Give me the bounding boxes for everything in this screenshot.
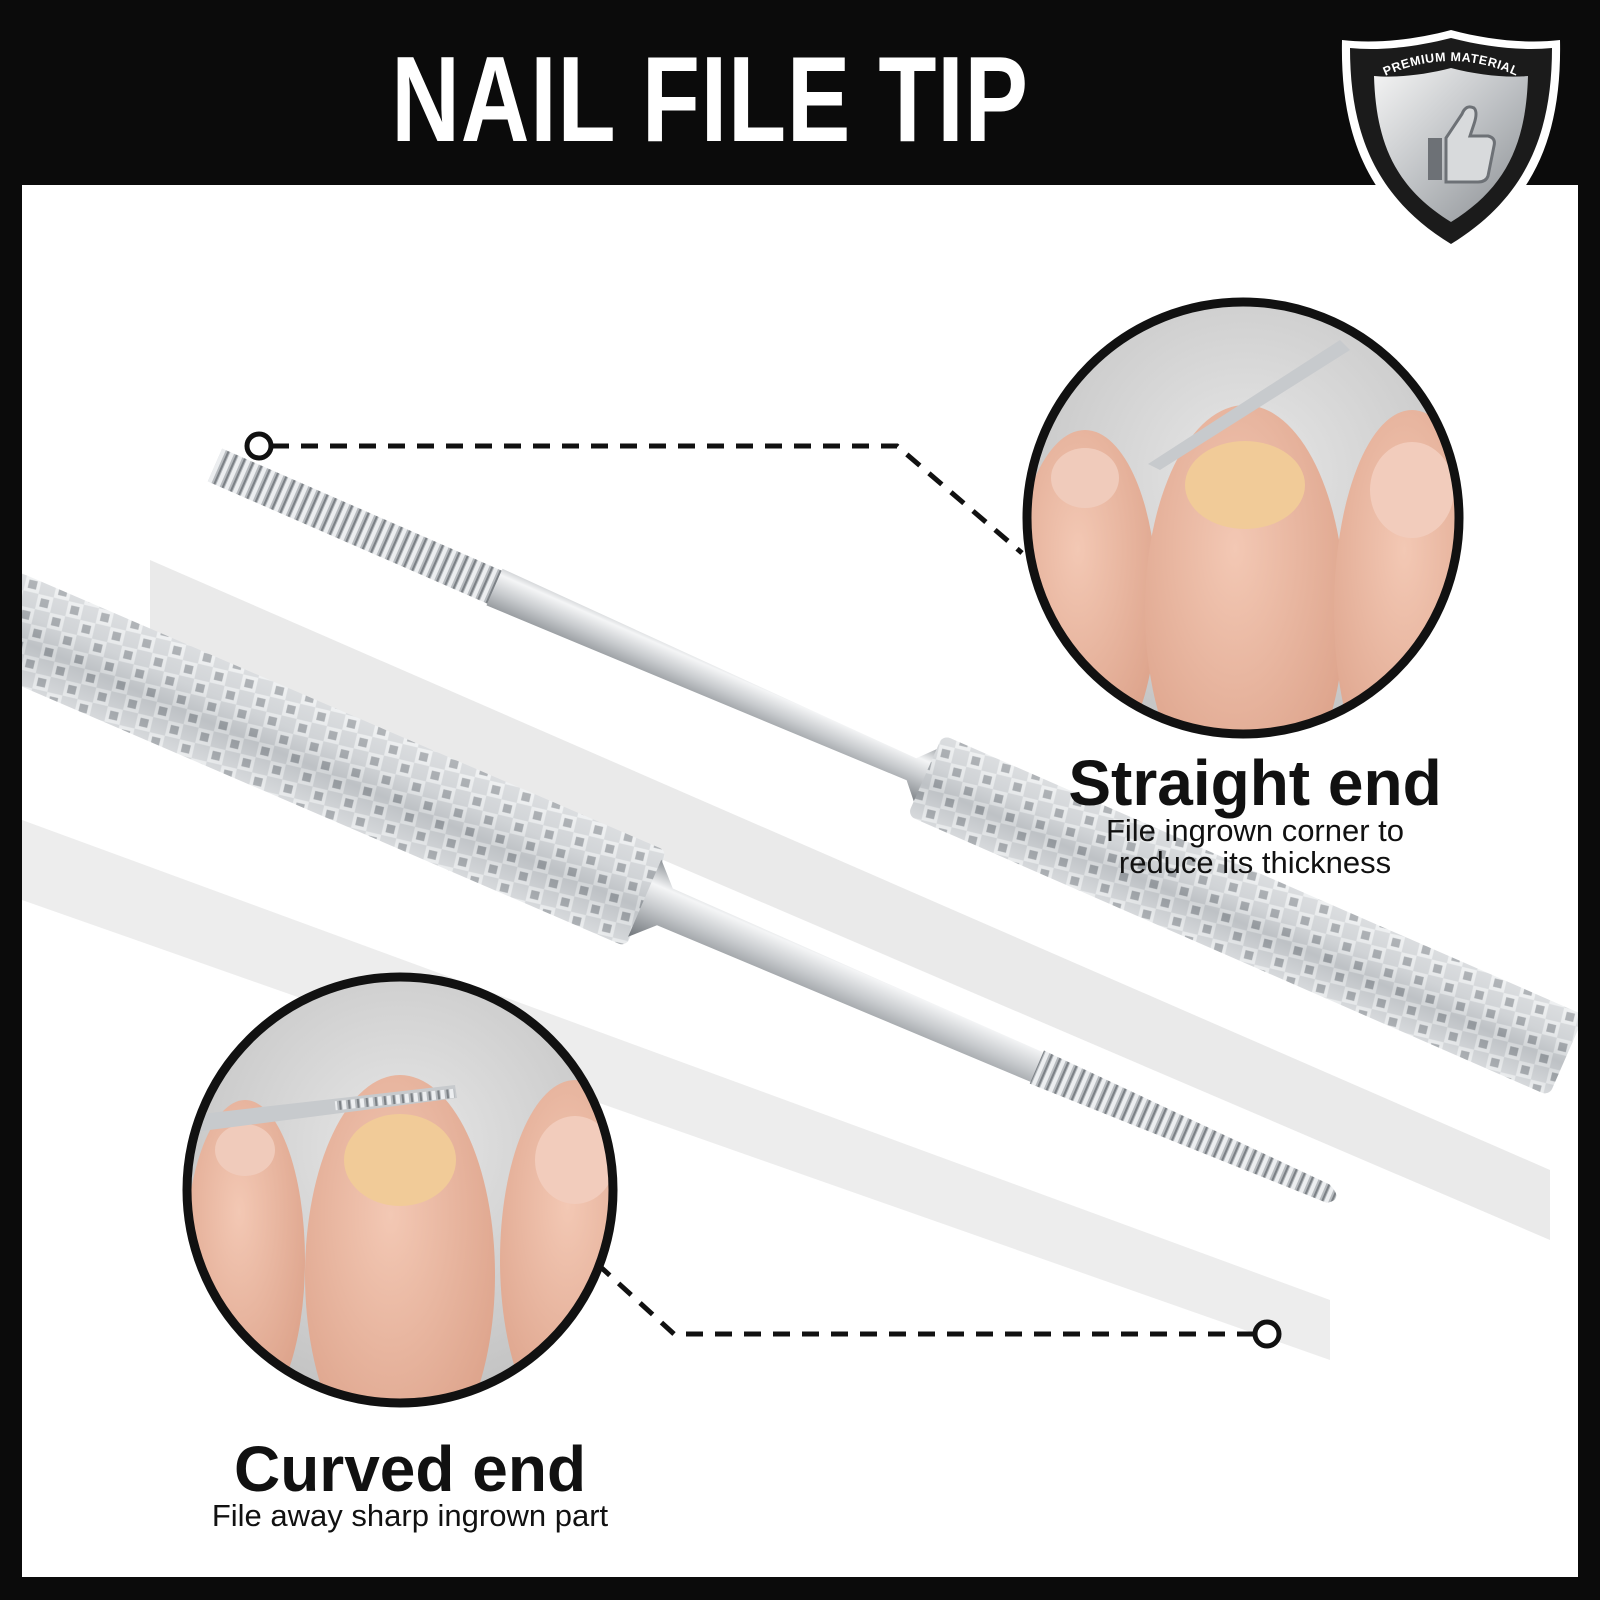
curved-end-title: Curved end xyxy=(233,1433,587,1505)
straight-end-description: File ingrown corner to reduce its thickn… xyxy=(1035,815,1475,878)
straight-end-description-line: File ingrown corner to xyxy=(1105,813,1405,848)
straight-end-callout-line xyxy=(244,431,1024,555)
tool-shadow xyxy=(22,820,1330,1360)
tool-shadow xyxy=(150,560,1550,1240)
straight-end-description-line: reduce its thickness xyxy=(1118,844,1392,880)
lower-tool xyxy=(22,537,1337,1203)
straight-file-teeth xyxy=(207,448,507,606)
curved-end-photo xyxy=(182,972,618,1408)
lower-shaft xyxy=(628,859,1048,1084)
premium-material-badge: PREMIUM MATERIAL xyxy=(1341,30,1561,254)
thumbs-up-icon xyxy=(1428,105,1496,184)
toenail xyxy=(344,1114,456,1206)
toenail xyxy=(1185,441,1305,529)
page-title: NAIL FILE TIP xyxy=(391,31,1029,167)
upper-tool xyxy=(207,448,1578,1094)
curved-end-description: File away sharp ingrown part xyxy=(211,1498,609,1533)
straight-end-photo xyxy=(1022,297,1464,739)
curved-end-callout-line xyxy=(580,1248,1282,1349)
straight-end-title: Straight end xyxy=(1068,747,1442,819)
curved-file-teeth xyxy=(1029,1050,1337,1203)
tool-tip xyxy=(1148,340,1350,470)
